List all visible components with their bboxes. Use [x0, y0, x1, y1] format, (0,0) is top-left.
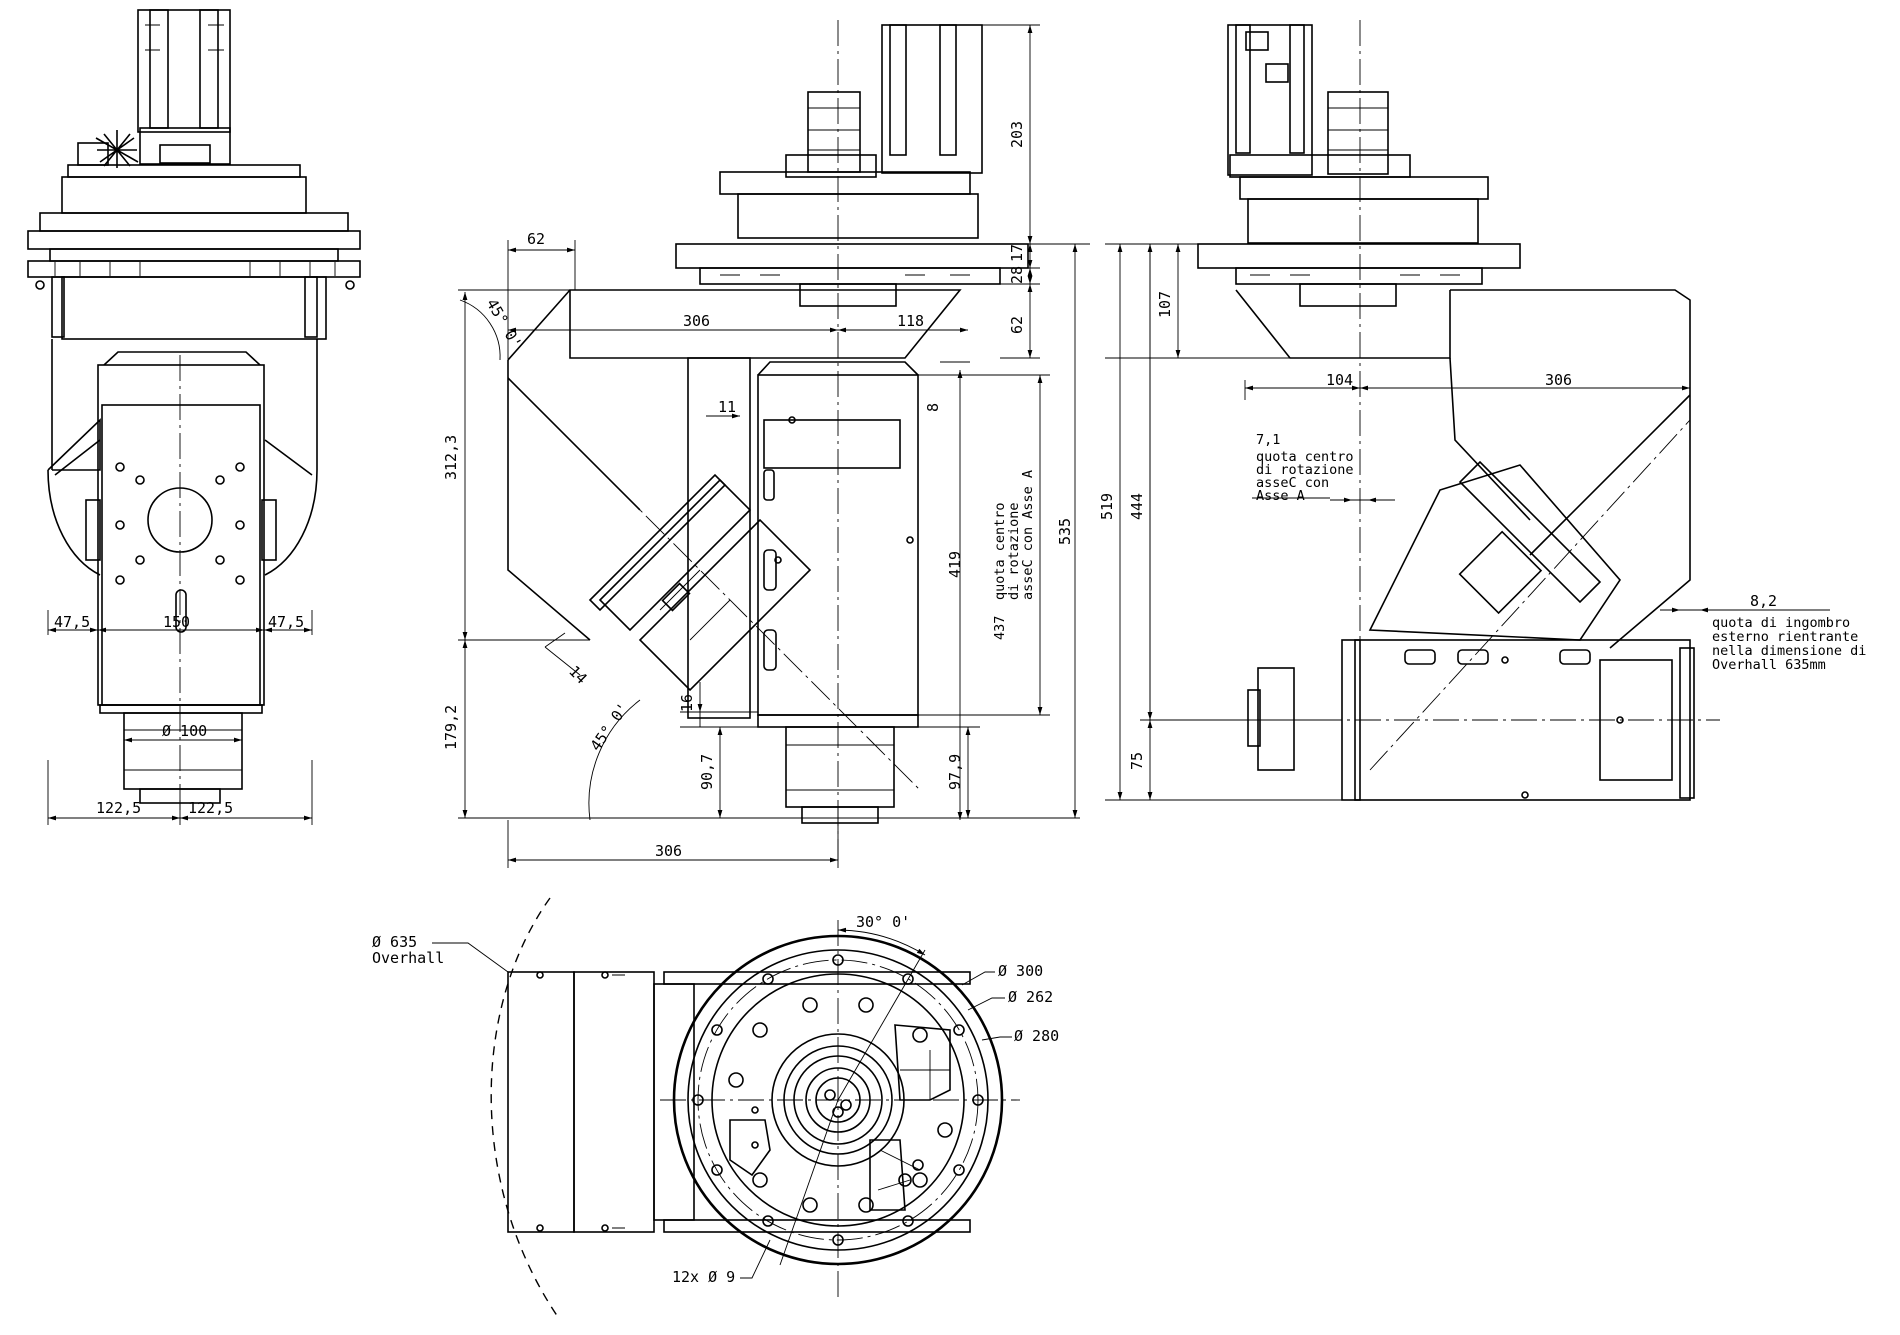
- side-dim-16: 16: [678, 694, 696, 712]
- side-dim-8: 8: [924, 403, 942, 412]
- side-view: 62 306 118 45° 0' 11 8 312,3 179,2 14 45…: [442, 20, 1090, 868]
- bolt-holes: [692, 954, 984, 1246]
- side-dim-11: 11: [718, 398, 736, 416]
- top-dim-diameter-280: Ø 280: [1014, 1027, 1059, 1045]
- rear-note-7-1-line3: asseC con: [1256, 475, 1329, 491]
- side-dim-118: 118: [897, 312, 924, 330]
- rear-note-8-2-line3: nella dimensione di: [1712, 643, 1866, 659]
- side-note-437-line2: di rotazione: [1006, 502, 1022, 600]
- rear-dim-444: 444: [1128, 493, 1146, 520]
- rear-dim-104: 104: [1326, 371, 1353, 389]
- rear-dim-75: 75: [1128, 752, 1146, 770]
- rear-dim-107: 107: [1156, 291, 1174, 318]
- front-dim-right-offset: 47,5: [268, 613, 304, 631]
- side-dim-62-top: 62: [527, 230, 545, 248]
- top-dim-holes: 12x Ø 9: [672, 1268, 735, 1286]
- rear-note-8-2-line2: esterno rientrante: [1712, 629, 1858, 645]
- front-dim-width: 150: [163, 613, 190, 631]
- side-dim-535: 535: [1056, 518, 1074, 545]
- top-dim-angle-30: 30° 0': [856, 913, 910, 931]
- rear-dim-306: 306: [1545, 371, 1572, 389]
- top-dim-diameter-300: Ø 300: [998, 962, 1043, 980]
- side-note-437-line3: asseC con Asse A: [1020, 470, 1036, 600]
- side-dim-306-top: 306: [683, 312, 710, 330]
- front-view: 47,5 150 47,5 Ø 100 122,5 122,5: [27, 9, 361, 825]
- rear-note-8-2-line1: quota di ingombro: [1712, 615, 1850, 631]
- side-note-437: 437 quota centro di rotazione asseC con …: [992, 470, 1036, 640]
- side-dim-306-bottom: 306: [655, 842, 682, 860]
- top-label-overhall-diameter: Ø 635: [372, 933, 417, 951]
- side-dim-angle-lower: 45° 0': [587, 700, 633, 755]
- side-note-437-line1: quota centro: [992, 502, 1008, 600]
- side-dim-28: 28: [1008, 266, 1026, 284]
- side-dim-17: 17: [1008, 244, 1026, 262]
- rear-dim-8-2: 8,2: [1750, 592, 1777, 610]
- top-dim-diameter-262: Ø 262: [1008, 988, 1053, 1006]
- rear-view: 107 104 306 7,1 quota centro di rotazion…: [1098, 20, 1866, 801]
- rear-note-7-1-line2: di rotazione: [1256, 462, 1354, 478]
- side-dim-97-9: 97,9: [946, 754, 964, 790]
- angled-head: [588, 473, 812, 692]
- rear-note-8-2-line4: Overhall 635mm: [1712, 657, 1826, 673]
- front-dim-spindle-diameter: Ø 100: [162, 722, 207, 740]
- side-dim-437: 437: [992, 616, 1008, 640]
- side-dim-90-7: 90,7: [698, 754, 716, 790]
- front-dim-left-offset: 47,5: [54, 613, 90, 631]
- side-dim-419: 419: [946, 551, 964, 578]
- rear-dim-519: 519: [1098, 493, 1116, 520]
- rear-note-7-1-line1: quota centro: [1256, 449, 1354, 465]
- front-dim-half-left: 122,5: [96, 799, 141, 817]
- rear-dim-7-1: 7,1: [1256, 432, 1280, 448]
- side-dim-62-right: 62: [1008, 316, 1026, 334]
- fan-icon: [95, 130, 139, 168]
- side-dim-angle-upper: 45° 0': [483, 296, 526, 352]
- top-label-overhall: Overhall: [372, 949, 444, 967]
- rear-note-7-1-line4: Asse A: [1256, 488, 1305, 504]
- side-dim-179-2: 179,2: [442, 705, 460, 750]
- side-dim-203: 203: [1008, 121, 1026, 148]
- top-view: Ø 635 Overhall 30° 0' Ø 300 Ø 262 Ø 280 …: [372, 897, 1059, 1321]
- front-dim-half-right: 122,5: [188, 799, 233, 817]
- side-dim-312-3: 312,3: [442, 435, 460, 480]
